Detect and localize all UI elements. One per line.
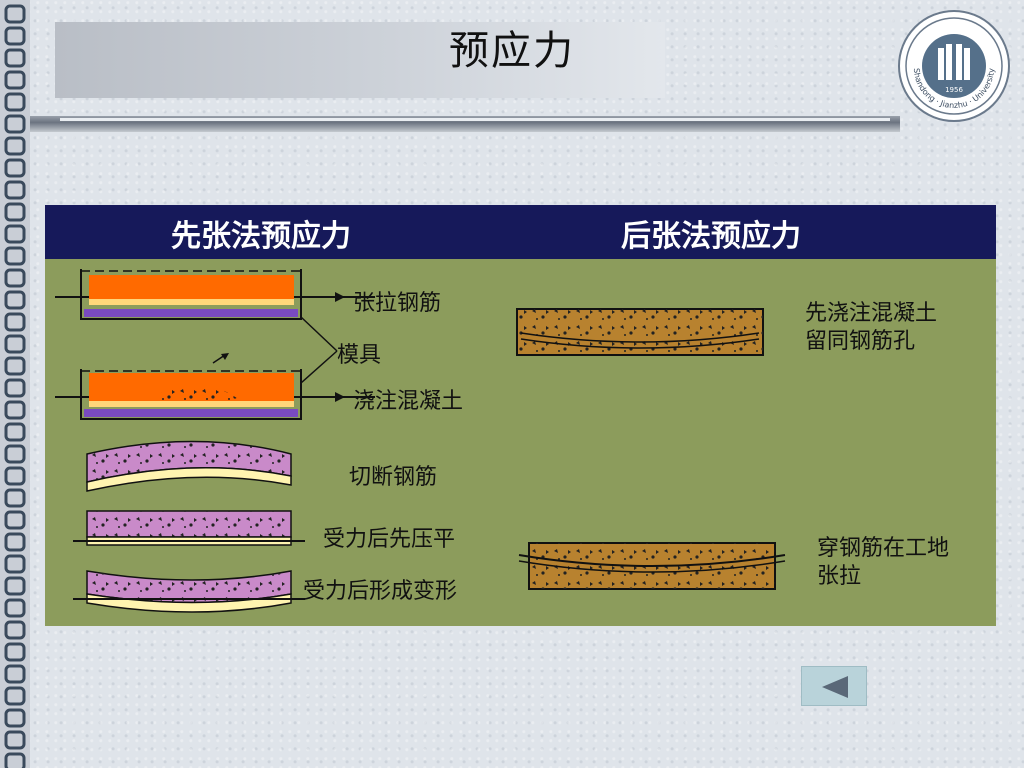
label-post-step1-line1: 先浇注混凝土	[805, 301, 938, 326]
label-post-step2-line2: 张拉	[817, 564, 862, 589]
binder-ring	[4, 422, 26, 442]
binder-ring	[4, 554, 26, 574]
pretension-header: 先张法预应力	[171, 219, 351, 254]
mold-pointer-2	[300, 350, 338, 384]
binder-ring	[4, 752, 26, 768]
binder-ring	[4, 510, 26, 530]
binder-ring	[4, 730, 26, 750]
binder-ring	[4, 268, 26, 288]
binder-ring	[4, 246, 26, 266]
slide-title: 预应力	[449, 28, 575, 74]
posttension-header: 后张法预应力	[621, 219, 801, 254]
pretension-beam-cut	[86, 440, 292, 492]
label-mold: 模具	[337, 343, 382, 368]
prestress-diagram-panel: 先张法预应力 后张法预应力	[45, 205, 996, 626]
binder-ring	[4, 224, 26, 244]
label-loaded-flat: 受力后先压平	[323, 527, 456, 552]
mold-pointer-1	[300, 316, 338, 352]
label-post-step2: 穿钢筋在工地 张拉	[817, 535, 949, 591]
label-loaded-deform: 受力后形成变形	[303, 579, 458, 604]
binder-ring	[4, 378, 26, 398]
binder-ring	[4, 48, 26, 68]
binder-ring	[4, 488, 26, 508]
left-triangle-icon	[822, 676, 848, 698]
pretension-mold-1	[55, 269, 375, 320]
label-cut-steel: 切断钢筋	[349, 465, 438, 490]
binder-ring	[4, 664, 26, 684]
binder-ring	[4, 686, 26, 706]
back-button[interactable]	[801, 666, 867, 706]
binder-ring	[4, 158, 26, 178]
pretension-beam-deformed	[73, 570, 305, 613]
label-pour-concrete: 浇注混凝土	[353, 389, 464, 414]
binder-ring	[4, 576, 26, 596]
binder-ring	[4, 356, 26, 376]
diagram-art	[55, 269, 786, 613]
panel-header: 先张法预应力 后张法预应力	[45, 205, 996, 259]
binder-ring	[4, 26, 26, 46]
logo-year: 1956	[945, 86, 963, 94]
binder-ring	[4, 202, 26, 222]
posttension-beam-tensioned	[518, 542, 786, 590]
binder-ring	[4, 400, 26, 420]
title-rule-highlight	[60, 118, 890, 121]
binder-ring	[4, 620, 26, 640]
university-logo: 1956 Shandong · Jianzhu · University	[898, 10, 1010, 122]
binder-ring	[4, 466, 26, 486]
posttension-beam-duct	[516, 308, 764, 356]
binder-ring	[4, 642, 26, 662]
binder-ring	[4, 532, 26, 552]
label-tension-steel: 张拉钢筋	[353, 291, 442, 316]
binder-rings	[0, 0, 30, 768]
binder-ring	[4, 708, 26, 728]
binder-ring	[4, 136, 26, 156]
binder-ring	[4, 114, 26, 134]
pretension-mold-2	[55, 353, 375, 420]
binder-ring	[4, 4, 26, 24]
binder-ring	[4, 334, 26, 354]
binder-ring	[4, 70, 26, 90]
label-post-step1: 先浇注混凝土 留同钢筋孔	[805, 300, 937, 356]
binder-ring	[4, 312, 26, 332]
binder-ring	[4, 290, 26, 310]
label-post-step2-line1: 穿钢筋在工地	[817, 536, 950, 561]
binder-ring	[4, 180, 26, 200]
binder-ring	[4, 92, 26, 112]
binder-ring	[4, 598, 26, 618]
title-bar	[55, 22, 665, 98]
binder-ring	[4, 444, 26, 464]
label-post-step1-line2: 留同钢筋孔	[805, 329, 916, 354]
pretension-beam-flat	[73, 510, 305, 546]
